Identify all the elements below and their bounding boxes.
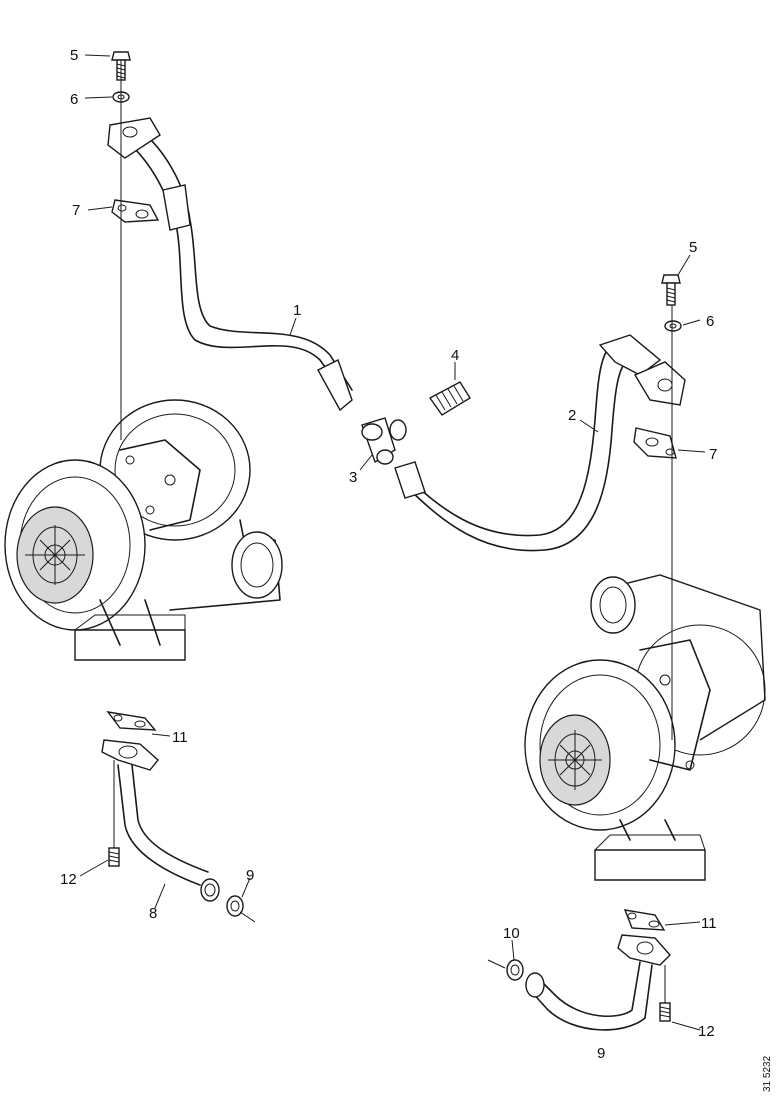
right-turbocharger (524, 574, 766, 881)
callout-11-left: 11 (172, 729, 188, 746)
callout-11-right: 11 (701, 915, 717, 932)
callout-9-left: 9 (246, 867, 254, 884)
callout-10: 10 (503, 925, 520, 942)
callout-3: 3 (349, 469, 357, 486)
left-turbocharger (4, 399, 283, 661)
nipple-4 (428, 381, 471, 416)
bolt-5-right (661, 274, 681, 306)
callout-1: 1 (293, 302, 301, 319)
callout-8: 8 (149, 905, 157, 922)
gasket-7-right (633, 427, 677, 459)
bolt-12-left (108, 847, 120, 867)
callout-12-left: 12 (60, 871, 77, 888)
callout-12-right: 12 (698, 1023, 715, 1040)
callout-labels: 5 6 7 1 4 3 2 5 6 7 11 12 8 9 10 11 12 9 (60, 47, 717, 1062)
bolt-12-right (659, 1002, 671, 1022)
return-pipe-8 (101, 711, 220, 902)
callout-9-right: 9 (597, 1045, 605, 1062)
leader-lines (79, 54, 706, 1031)
seal-ring-10 (506, 959, 524, 981)
callout-7-right: 7 (709, 446, 717, 463)
callout-4: 4 (451, 347, 459, 364)
callout-5-right: 5 (689, 239, 697, 256)
drawing-code: 31 5232 (762, 1055, 773, 1092)
callout-2: 2 (568, 407, 576, 424)
callout-7-left: 7 (72, 202, 80, 219)
gasket-7-left (111, 199, 160, 223)
callout-6-left: 6 (70, 91, 78, 108)
callout-5-left: 5 (70, 47, 78, 64)
tee-fitting-3 (361, 417, 407, 465)
oil-pipe-1 (107, 117, 353, 412)
callout-6-right: 6 (706, 313, 714, 330)
return-pipe-9 (525, 909, 671, 1031)
washer-6-right (664, 320, 682, 332)
seal-ring-9 (226, 895, 244, 917)
